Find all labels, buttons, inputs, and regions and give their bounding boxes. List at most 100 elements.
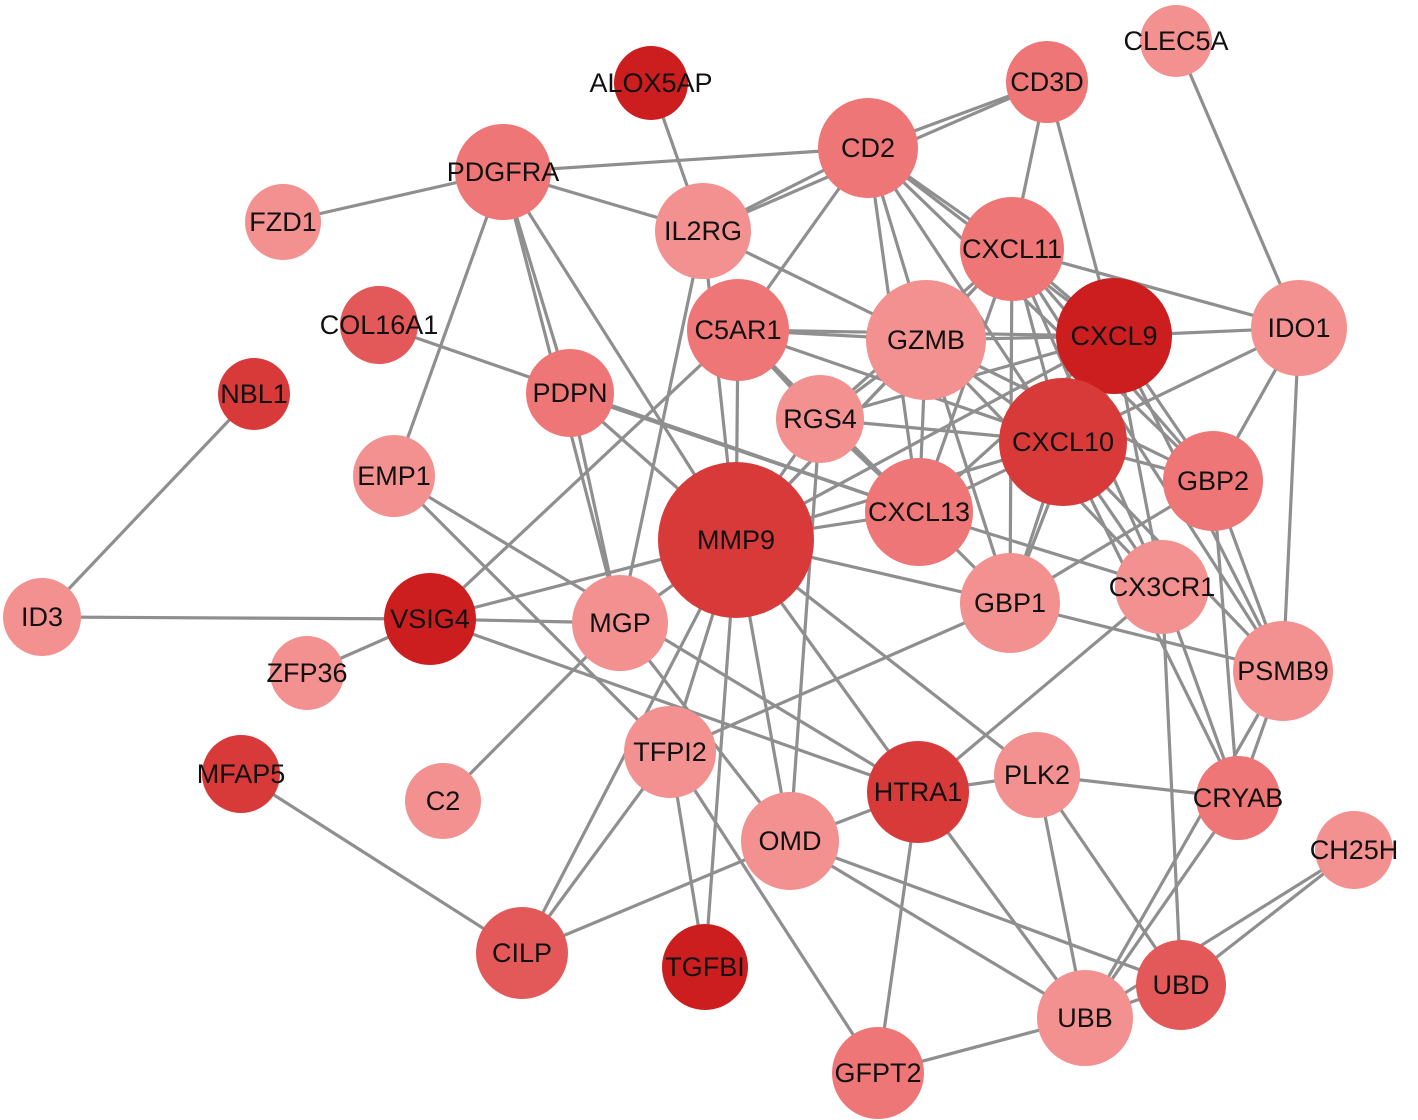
node-circle-col16a1[interactable] <box>340 286 418 364</box>
node-clec5a[interactable]: CLEC5A <box>1123 5 1229 77</box>
node-gfpt2[interactable]: GFPT2 <box>832 1027 924 1119</box>
node-nbl1[interactable]: NBL1 <box>218 358 290 430</box>
node-circle-mgp[interactable] <box>572 575 668 671</box>
edge-ch25h-ubb <box>1083 848 1356 1020</box>
node-circle-cxcl11[interactable] <box>960 197 1064 301</box>
node-alox5ap[interactable]: ALOX5AP <box>589 46 713 120</box>
node-ubb[interactable]: UBB <box>1037 970 1133 1066</box>
node-label-cxcl9: CXCL9 <box>1070 321 1157 351</box>
node-circle-gbp1[interactable] <box>960 553 1060 653</box>
node-gzmb[interactable]: GZMB <box>866 280 986 400</box>
node-circle-mfap5[interactable] <box>202 735 280 813</box>
edge-c5ar1-vsig4 <box>428 328 740 621</box>
node-id3[interactable]: ID3 <box>3 578 81 656</box>
node-circle-vsig4[interactable] <box>384 573 476 665</box>
node-cd3d[interactable]: CD3D <box>1006 41 1088 123</box>
node-il2rg[interactable]: IL2RG <box>655 183 751 279</box>
edge-gbp2-cryab <box>1211 479 1240 800</box>
node-plk2[interactable]: PLK2 <box>994 732 1080 818</box>
node-circle-tfpi2[interactable] <box>624 706 716 798</box>
node-mgp[interactable]: MGP <box>572 575 668 671</box>
node-circle-htra1[interactable] <box>867 741 969 843</box>
node-circle-plk2[interactable] <box>994 732 1080 818</box>
node-circle-alox5ap[interactable] <box>614 46 688 120</box>
node-circle-cd3d[interactable] <box>1006 41 1088 123</box>
node-circle-clec5a[interactable] <box>1140 5 1212 77</box>
node-circle-pdgfra[interactable] <box>455 124 551 220</box>
node-circle-cx3cr1[interactable] <box>1115 540 1209 634</box>
node-gbp1[interactable]: GBP1 <box>960 553 1060 653</box>
node-mmp9[interactable]: MMP9 <box>658 462 814 618</box>
node-circle-cilp[interactable] <box>476 907 568 999</box>
node-htra1[interactable]: HTRA1 <box>867 741 969 843</box>
node-pdpn[interactable]: PDPN <box>526 349 614 437</box>
node-circle-cryab[interactable] <box>1196 756 1280 840</box>
node-cryab[interactable]: CRYAB <box>1193 756 1284 840</box>
node-circle-emp1[interactable] <box>353 435 435 517</box>
node-rgs4[interactable]: RGS4 <box>776 375 864 463</box>
node-ido1[interactable]: IDO1 <box>1251 280 1347 376</box>
node-ch25h[interactable]: CH25H <box>1310 811 1399 889</box>
node-circle-ch25h[interactable] <box>1315 811 1393 889</box>
node-label-tfpi2: TFPI2 <box>633 737 707 767</box>
node-label-gbp1: GBP1 <box>974 588 1046 618</box>
node-fzd1[interactable]: FZD1 <box>245 184 321 260</box>
node-circle-id3[interactable] <box>3 578 81 656</box>
node-ubd[interactable]: UBD <box>1136 940 1226 1030</box>
node-zfp36[interactable]: ZFP36 <box>266 636 348 710</box>
node-label-mgp: MGP <box>589 608 651 638</box>
node-label-cxcl11: CXCL11 <box>962 234 1062 264</box>
node-circle-omd[interactable] <box>741 792 839 890</box>
node-cxcl10[interactable]: CXCL10 <box>999 378 1127 506</box>
node-gbp2[interactable]: GBP2 <box>1163 431 1263 531</box>
node-circle-ido1[interactable] <box>1251 280 1347 376</box>
node-circle-c5ar1[interactable] <box>687 279 789 381</box>
node-label-c2: C2 <box>426 786 461 816</box>
node-circle-gfpt2[interactable] <box>832 1027 924 1119</box>
node-circle-ubb[interactable] <box>1037 970 1133 1066</box>
node-c5ar1[interactable]: C5AR1 <box>687 279 789 381</box>
node-circle-gzmb[interactable] <box>866 280 986 400</box>
node-circle-cxcl10[interactable] <box>999 378 1127 506</box>
edge-il2rg-mgp <box>618 229 705 625</box>
node-vsig4[interactable]: VSIG4 <box>384 573 476 665</box>
node-label-nbl1: NBL1 <box>220 379 288 409</box>
node-circle-zfp36[interactable] <box>270 636 344 710</box>
edge-rgs4-omd <box>788 417 822 843</box>
node-circle-fzd1[interactable] <box>245 184 321 260</box>
node-circle-gbp2[interactable] <box>1163 431 1263 531</box>
node-cxcl13[interactable]: CXCL13 <box>865 458 973 566</box>
node-circle-pdpn[interactable] <box>526 349 614 437</box>
node-circle-cxcl13[interactable] <box>865 458 973 566</box>
node-cd2[interactable]: CD2 <box>818 98 918 198</box>
node-psmb9[interactable]: PSMB9 <box>1233 621 1333 721</box>
node-label-ch25h: CH25H <box>1310 835 1399 865</box>
edge-gbp1-tfpi2 <box>668 601 1012 754</box>
node-cx3cr1[interactable]: CX3CR1 <box>1109 540 1216 634</box>
node-circle-psmb9[interactable] <box>1233 621 1333 721</box>
node-mfap5[interactable]: MFAP5 <box>197 735 286 813</box>
node-c2[interactable]: C2 <box>405 763 481 839</box>
node-cilp[interactable]: CILP <box>476 907 568 999</box>
node-emp1[interactable]: EMP1 <box>353 435 435 517</box>
node-cxcl11[interactable]: CXCL11 <box>960 197 1064 301</box>
node-omd[interactable]: OMD <box>741 792 839 890</box>
node-circle-nbl1[interactable] <box>218 358 290 430</box>
node-circle-c2[interactable] <box>405 763 481 839</box>
node-label-alox5ap: ALOX5AP <box>589 68 712 98</box>
node-tgfbi[interactable]: TGFBI <box>662 924 748 1010</box>
edge-cx3cr1-htra1 <box>916 585 1164 794</box>
node-label-pdgfra: PDGFRA <box>447 157 560 187</box>
node-circle-cxcl9[interactable] <box>1056 278 1172 394</box>
node-circle-ubd[interactable] <box>1136 940 1226 1030</box>
node-cxcl9[interactable]: CXCL9 <box>1056 278 1172 394</box>
node-pdgfra[interactable]: PDGFRA <box>447 124 560 220</box>
node-circle-cd2[interactable] <box>818 98 918 198</box>
node-label-mmp9: MMP9 <box>697 525 775 555</box>
node-circle-il2rg[interactable] <box>655 183 751 279</box>
node-circle-rgs4[interactable] <box>776 375 864 463</box>
node-tfpi2[interactable]: TFPI2 <box>624 706 716 798</box>
node-col16a1[interactable]: COL16A1 <box>320 286 439 364</box>
node-circle-mmp9[interactable] <box>658 462 814 618</box>
node-circle-tgfbi[interactable] <box>662 924 748 1010</box>
